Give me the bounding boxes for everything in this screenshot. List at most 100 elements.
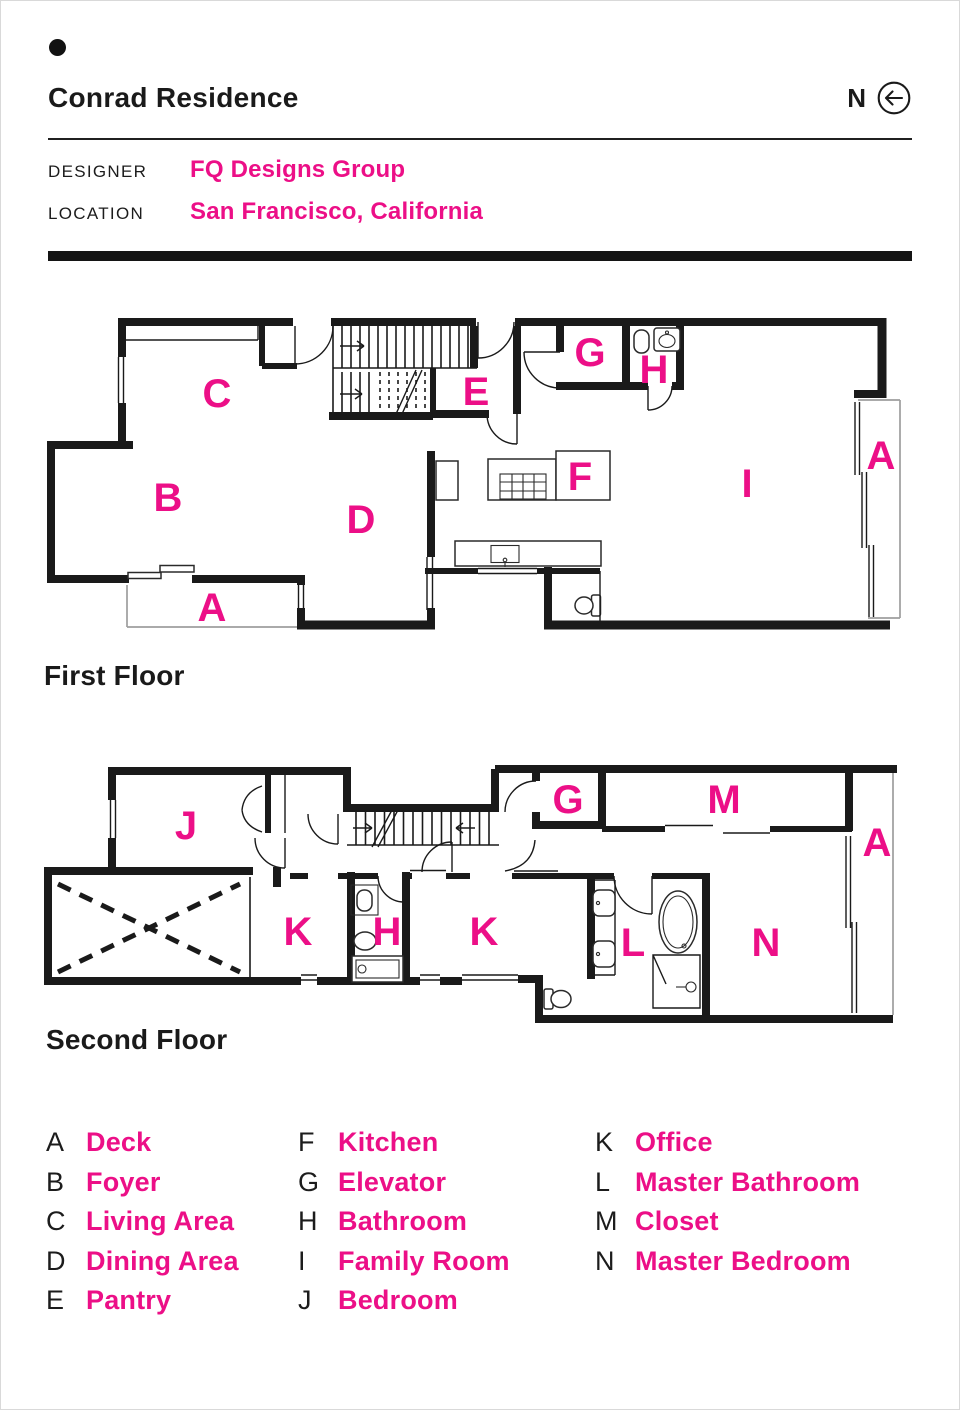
legend-letter: J <box>298 1285 312 1315</box>
legend-room: Living Area <box>86 1206 235 1236</box>
room-label-l: L <box>621 921 645 965</box>
second-floor-stairs <box>347 809 499 848</box>
north-indicator: N <box>847 80 912 116</box>
bathtub-icon <box>658 890 698 954</box>
counter-icon <box>454 540 602 567</box>
second-floor-fixtures <box>350 879 701 1010</box>
legend-letter: K <box>595 1127 614 1157</box>
arrow-left-circle-icon <box>877 81 911 115</box>
legend-item: I Family Room <box>298 1246 595 1286</box>
first-floor-walls <box>47 318 890 630</box>
room-label-g: G <box>574 331 605 375</box>
section-divider-bar <box>48 251 912 261</box>
location-row: LOCATION San Francisco, California <box>48 198 483 240</box>
legend-item: M Closet <box>595 1206 925 1246</box>
first-floor-fixtures <box>435 327 681 625</box>
designer-value: FQ Designs Group <box>190 156 406 183</box>
legend-letter: L <box>595 1166 611 1197</box>
legend-item: N Master Bedroom <box>595 1246 925 1286</box>
legend-letter: B <box>46 1166 65 1197</box>
designer-label: DESIGNER <box>48 162 148 181</box>
header-divider <box>48 138 912 140</box>
legend-room: Dining Area <box>86 1245 239 1276</box>
room-label-g: G <box>552 778 583 822</box>
fridge-icon <box>435 460 459 501</box>
legend-room: Pantry <box>86 1285 172 1315</box>
kitchen-island-icon <box>487 458 557 501</box>
second-floor-open-below <box>56 877 251 979</box>
legend-room: Deck <box>86 1127 152 1157</box>
legend-room: Kitchen <box>338 1127 439 1157</box>
room-label-d: D <box>347 498 376 542</box>
shower-stall-icon <box>350 884 379 916</box>
vanity-sink-icon <box>592 889 616 917</box>
first-floor-title: First Floor <box>44 660 185 691</box>
room-label-a: A <box>198 586 227 630</box>
page-title: Conrad Residence <box>48 82 299 113</box>
header: Conrad Residence N <box>48 80 912 116</box>
legend-room: Master Bedroom <box>635 1245 851 1276</box>
second-floor-plan: J G M A K H K L N <box>44 765 897 1023</box>
bullet-dot-icon <box>49 39 66 56</box>
room-label-h: H <box>640 348 669 392</box>
legend-room: Elevator <box>338 1166 447 1197</box>
first-floor-doors <box>126 321 673 445</box>
meta-block: DESIGNER FQ Designs Group LOCATION San F… <box>48 156 483 240</box>
legend-room: Closet <box>635 1206 719 1236</box>
legend-letter: G <box>298 1166 320 1197</box>
north-label: N <box>847 82 866 113</box>
room-label-m: M <box>707 778 740 822</box>
legend-letter: I <box>298 1245 306 1276</box>
legend-room: Bathroom <box>338 1206 468 1236</box>
legend-letter: M <box>595 1206 618 1236</box>
second-floor-doors <box>241 775 653 915</box>
location-value: San Francisco, California <box>190 198 484 225</box>
second-floor-windows <box>109 773 894 1015</box>
legend-column-3: K Office L Master Bathroom M Closet N Master… <box>595 1127 925 1325</box>
legend-letter: N <box>595 1245 615 1276</box>
room-label-c: C <box>203 372 232 416</box>
toilet-icon <box>633 329 650 354</box>
legend-item: H Bathroom <box>298 1206 595 1246</box>
room-label-i: I <box>741 462 752 506</box>
room-label-n: N <box>752 921 781 965</box>
legend-letter: E <box>46 1285 65 1315</box>
second-floor-walls <box>44 765 897 1023</box>
legend-column-2: F Kitchen G Elevator H Bathroom I Family Roo… <box>298 1127 595 1325</box>
legend-item: G Elevator <box>298 1167 595 1207</box>
legend-item: K Office <box>595 1127 925 1167</box>
legend-letter: H <box>298 1206 318 1236</box>
room-label-f: F <box>568 455 592 499</box>
room-label-j: J <box>175 804 197 848</box>
legend-room: Foyer <box>86 1166 161 1197</box>
first-floor-stairs <box>332 326 477 416</box>
shower-icon <box>652 954 701 1009</box>
legend-room: Master Bathroom <box>635 1166 861 1197</box>
legend-letter: A <box>46 1127 65 1157</box>
legend-room: Family Room <box>338 1245 510 1276</box>
legend-item: F Kitchen <box>298 1127 595 1167</box>
legend-room: Office <box>635 1127 713 1157</box>
room-label-h: H <box>373 910 402 954</box>
legend-letter: D <box>46 1245 66 1276</box>
room-label-k: K <box>284 910 313 954</box>
legend-item: A Deck <box>46 1127 298 1167</box>
legend-item: J Bedroom <box>298 1285 595 1325</box>
first-floor-decks <box>126 399 901 628</box>
room-label-e: E <box>463 370 490 414</box>
room-label-a: A <box>863 821 892 865</box>
legend-room: Bedroom <box>338 1285 458 1315</box>
legend-item: B Foyer <box>46 1167 298 1207</box>
room-label-k: K <box>470 910 499 954</box>
toilet-icon <box>353 931 377 951</box>
second-floor-title: Second Floor <box>46 1024 228 1055</box>
legend-letter: F <box>298 1127 315 1157</box>
legend-item: D Dining Area <box>46 1246 298 1286</box>
legend-item: E Pantry <box>46 1285 298 1325</box>
vanity-sink-icon <box>592 940 616 968</box>
room-label-b: B <box>154 476 183 520</box>
designer-row: DESIGNER FQ Designs Group <box>48 156 483 198</box>
